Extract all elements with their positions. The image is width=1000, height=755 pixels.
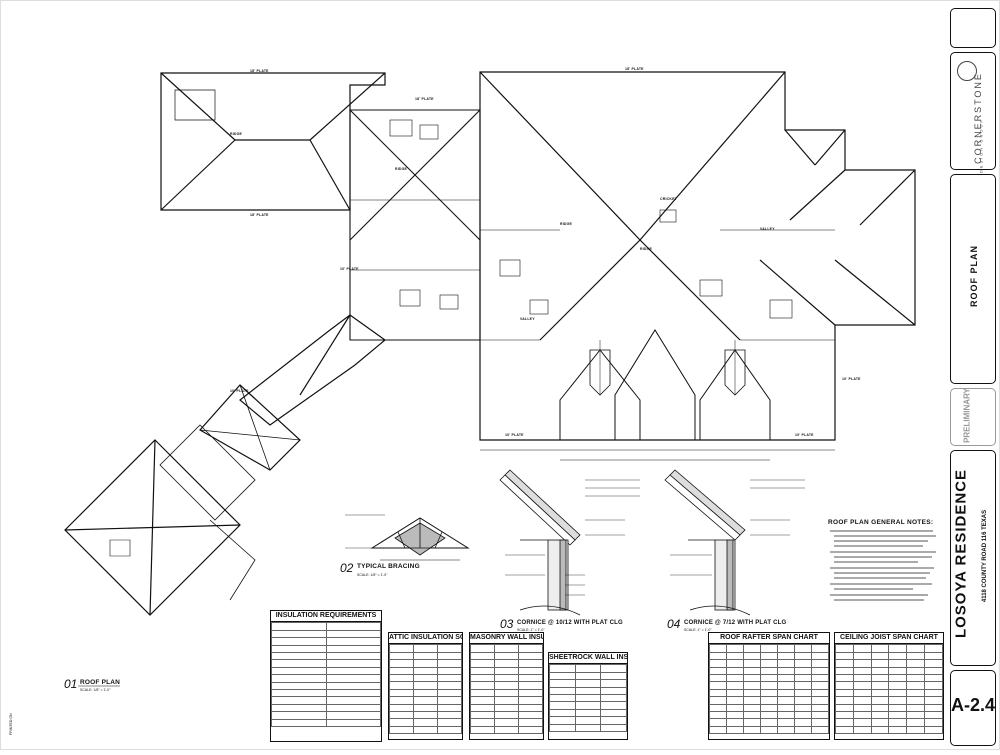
svg-text:VALLEY: VALLEY [520, 317, 535, 321]
svg-text:10' PLATE: 10' PLATE [340, 267, 359, 271]
svg-text:02: 02 [340, 561, 354, 575]
svg-text:RIDGE: RIDGE [395, 167, 408, 171]
svg-text:18' PLATE: 18' PLATE [250, 69, 269, 73]
svg-text:10' PLATE: 10' PLATE [842, 377, 861, 381]
svg-text:SCALE: 1" = 1'-0": SCALE: 1" = 1'-0" [517, 628, 545, 632]
sheetrock-wall-insulation-table: SHEETROCK WALL INSUL. SCHED. [548, 652, 628, 740]
svg-text:SCALE: 1/8" = 1'-0": SCALE: 1/8" = 1'-0" [357, 573, 388, 577]
svg-text:PRINTED ON: PRINTED ON [9, 713, 13, 735]
svg-text:10' PLATE: 10' PLATE [505, 433, 524, 437]
svg-text:SCALE: 1/8" = 1'-0": SCALE: 1/8" = 1'-0" [80, 688, 111, 692]
svg-text:RIDGE: RIDGE [230, 132, 243, 136]
roof-labels: 18' PLATE 18' PLATE 18' PLATE 18' PLATE … [230, 67, 861, 437]
project-address: 4118 COUNTY ROAD 116 TEXAS [982, 509, 988, 603]
sheet-title: ROOF PLAN [969, 245, 979, 307]
drawing-titles: 01 ROOF PLAN SCALE: 1/8" = 1'-0" 02 TYPI… [64, 561, 786, 692]
connector-roof [349, 109, 481, 341]
svg-text:18' PLATE: 18' PLATE [415, 97, 434, 101]
diagonal-wing-roof [64, 314, 386, 616]
svg-text:10' PLATE: 10' PLATE [795, 433, 814, 437]
svg-text:TYPICAL BRACING: TYPICAL BRACING [357, 563, 420, 570]
bracing-detail [345, 514, 470, 561]
masonry-wall-insulation-table: MASONRY WALL INSUL. SCHED. [469, 632, 544, 740]
svg-text:RIDGE: RIDGE [560, 222, 573, 226]
firm-logo-icon [957, 61, 977, 81]
svg-text:18' PLATE: 18' PLATE [250, 213, 269, 217]
main-house-roof [479, 71, 916, 461]
ceiling-joist-span-chart: CEILING JOIST SPAN CHART [834, 632, 944, 740]
svg-text:CRICKET: CRICKET [660, 197, 678, 201]
preliminary-stamp-box: PRELIMINARY [950, 388, 996, 446]
svg-text:VALLEY: VALLEY [760, 227, 775, 231]
sheet-number-box: A-2.4 [950, 670, 996, 746]
svg-text:ROOF PLAN: ROOF PLAN [80, 679, 120, 686]
general-notes: ROOF PLAN GENERAL NOTES: [828, 519, 940, 620]
svg-text:04: 04 [667, 617, 681, 631]
svg-text:RIDGE: RIDGE [640, 247, 653, 251]
svg-text:01: 01 [64, 677, 77, 691]
sheet-title-box: ROOF PLAN [950, 174, 996, 384]
svg-text:18' PLATE: 18' PLATE [625, 67, 644, 71]
project-box: LOSOYA RESIDENCE 4118 COUNTY ROAD 116 TE… [950, 450, 996, 666]
svg-text:CORNICE @ 7/12 WITH PLAT CLG: CORNICE @ 7/12 WITH PLAT CLG [684, 620, 786, 626]
left-wing-roof [160, 72, 386, 211]
svg-text:10' PLATE: 10' PLATE [230, 389, 249, 393]
svg-text:03: 03 [500, 617, 514, 631]
preliminary-stamp: PRELIMINARY [962, 388, 972, 443]
sheet-number: A-2.4 [951, 695, 996, 715]
cornice-7-12-detail [664, 469, 805, 616]
project-name: LOSOYA RESIDENCE [952, 468, 970, 639]
firm-logo-box: CORNERSTONE DESIGN GROUP [950, 52, 996, 173]
revision-box [950, 8, 996, 48]
attic-insulation-table: ATTIC INSULATION SCHEDULE [388, 632, 463, 740]
insulation-requirements-table: INSULATION REQUIREMENTS [270, 610, 382, 742]
roof-rafter-span-chart: ROOF RAFTER SPAN CHART [708, 632, 830, 740]
cornice-10-12-detail [499, 469, 640, 616]
svg-text:SCALE: 1" = 1'-0": SCALE: 1" = 1'-0" [684, 628, 712, 632]
svg-text:CORNICE @ 10/12 WITH PLAT CLG: CORNICE @ 10/12 WITH PLAT CLG [517, 620, 623, 626]
notes-text-lines [830, 530, 936, 601]
